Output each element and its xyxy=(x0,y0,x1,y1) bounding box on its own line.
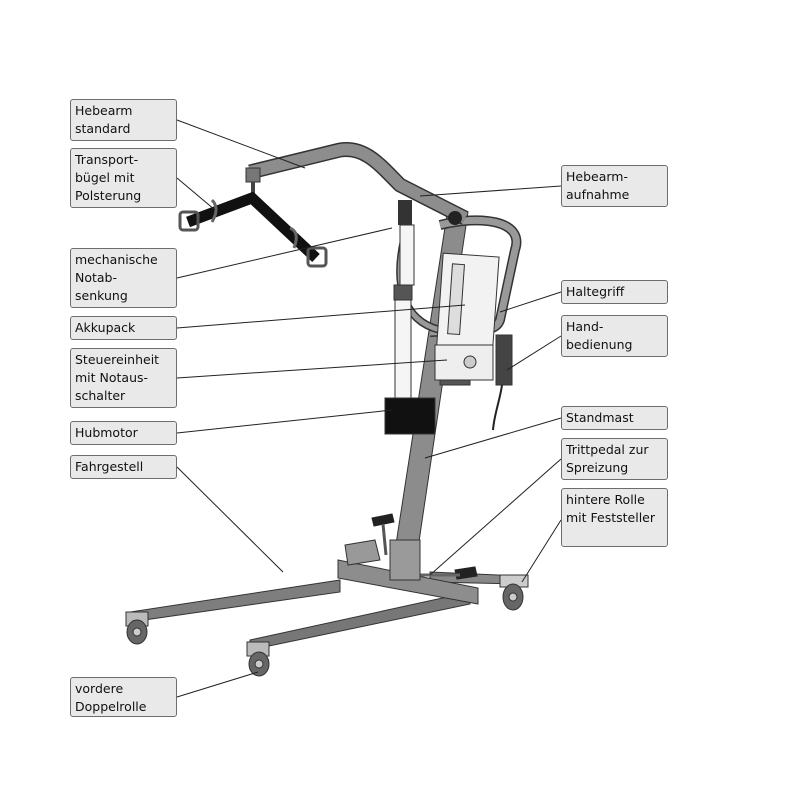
spreader-bar xyxy=(178,182,328,268)
label-hebearmaufnahme: Hebearm- aufnahme xyxy=(561,165,668,207)
chassis xyxy=(129,539,521,651)
pedals xyxy=(371,513,478,580)
label-haltegriff: Haltegriff xyxy=(561,280,668,304)
boom-arm xyxy=(245,142,469,225)
label-vordere-doppelrolle: vordere Doppelrolle xyxy=(70,677,177,717)
label-notabsenkung: mechanische Notab- senkung xyxy=(70,248,177,308)
label-akkupack: Akkupack xyxy=(70,316,177,340)
label-standmast: Standmast xyxy=(561,406,668,430)
wheels xyxy=(125,574,529,677)
label-hintere-rolle: hintere Rolle mit Feststeller xyxy=(561,488,668,547)
actuator xyxy=(384,224,436,435)
label-hebearm-standard: Hebearm standard xyxy=(70,99,177,141)
battery-and-control xyxy=(434,252,513,431)
leader-lines xyxy=(176,119,562,698)
label-trittpedal: Trittpedal zur Spreizung xyxy=(561,438,668,480)
label-handbedienung: Hand- bedienung xyxy=(561,315,668,357)
label-fahrgestell: Fahrgestell xyxy=(70,455,177,479)
label-hubmotor: Hubmotor xyxy=(70,421,177,445)
label-transportbuegel: Transport- bügel mit Polsterung xyxy=(70,148,177,208)
label-steuereinheit: Steuereinheit mit Notaus- schalter xyxy=(70,348,177,408)
